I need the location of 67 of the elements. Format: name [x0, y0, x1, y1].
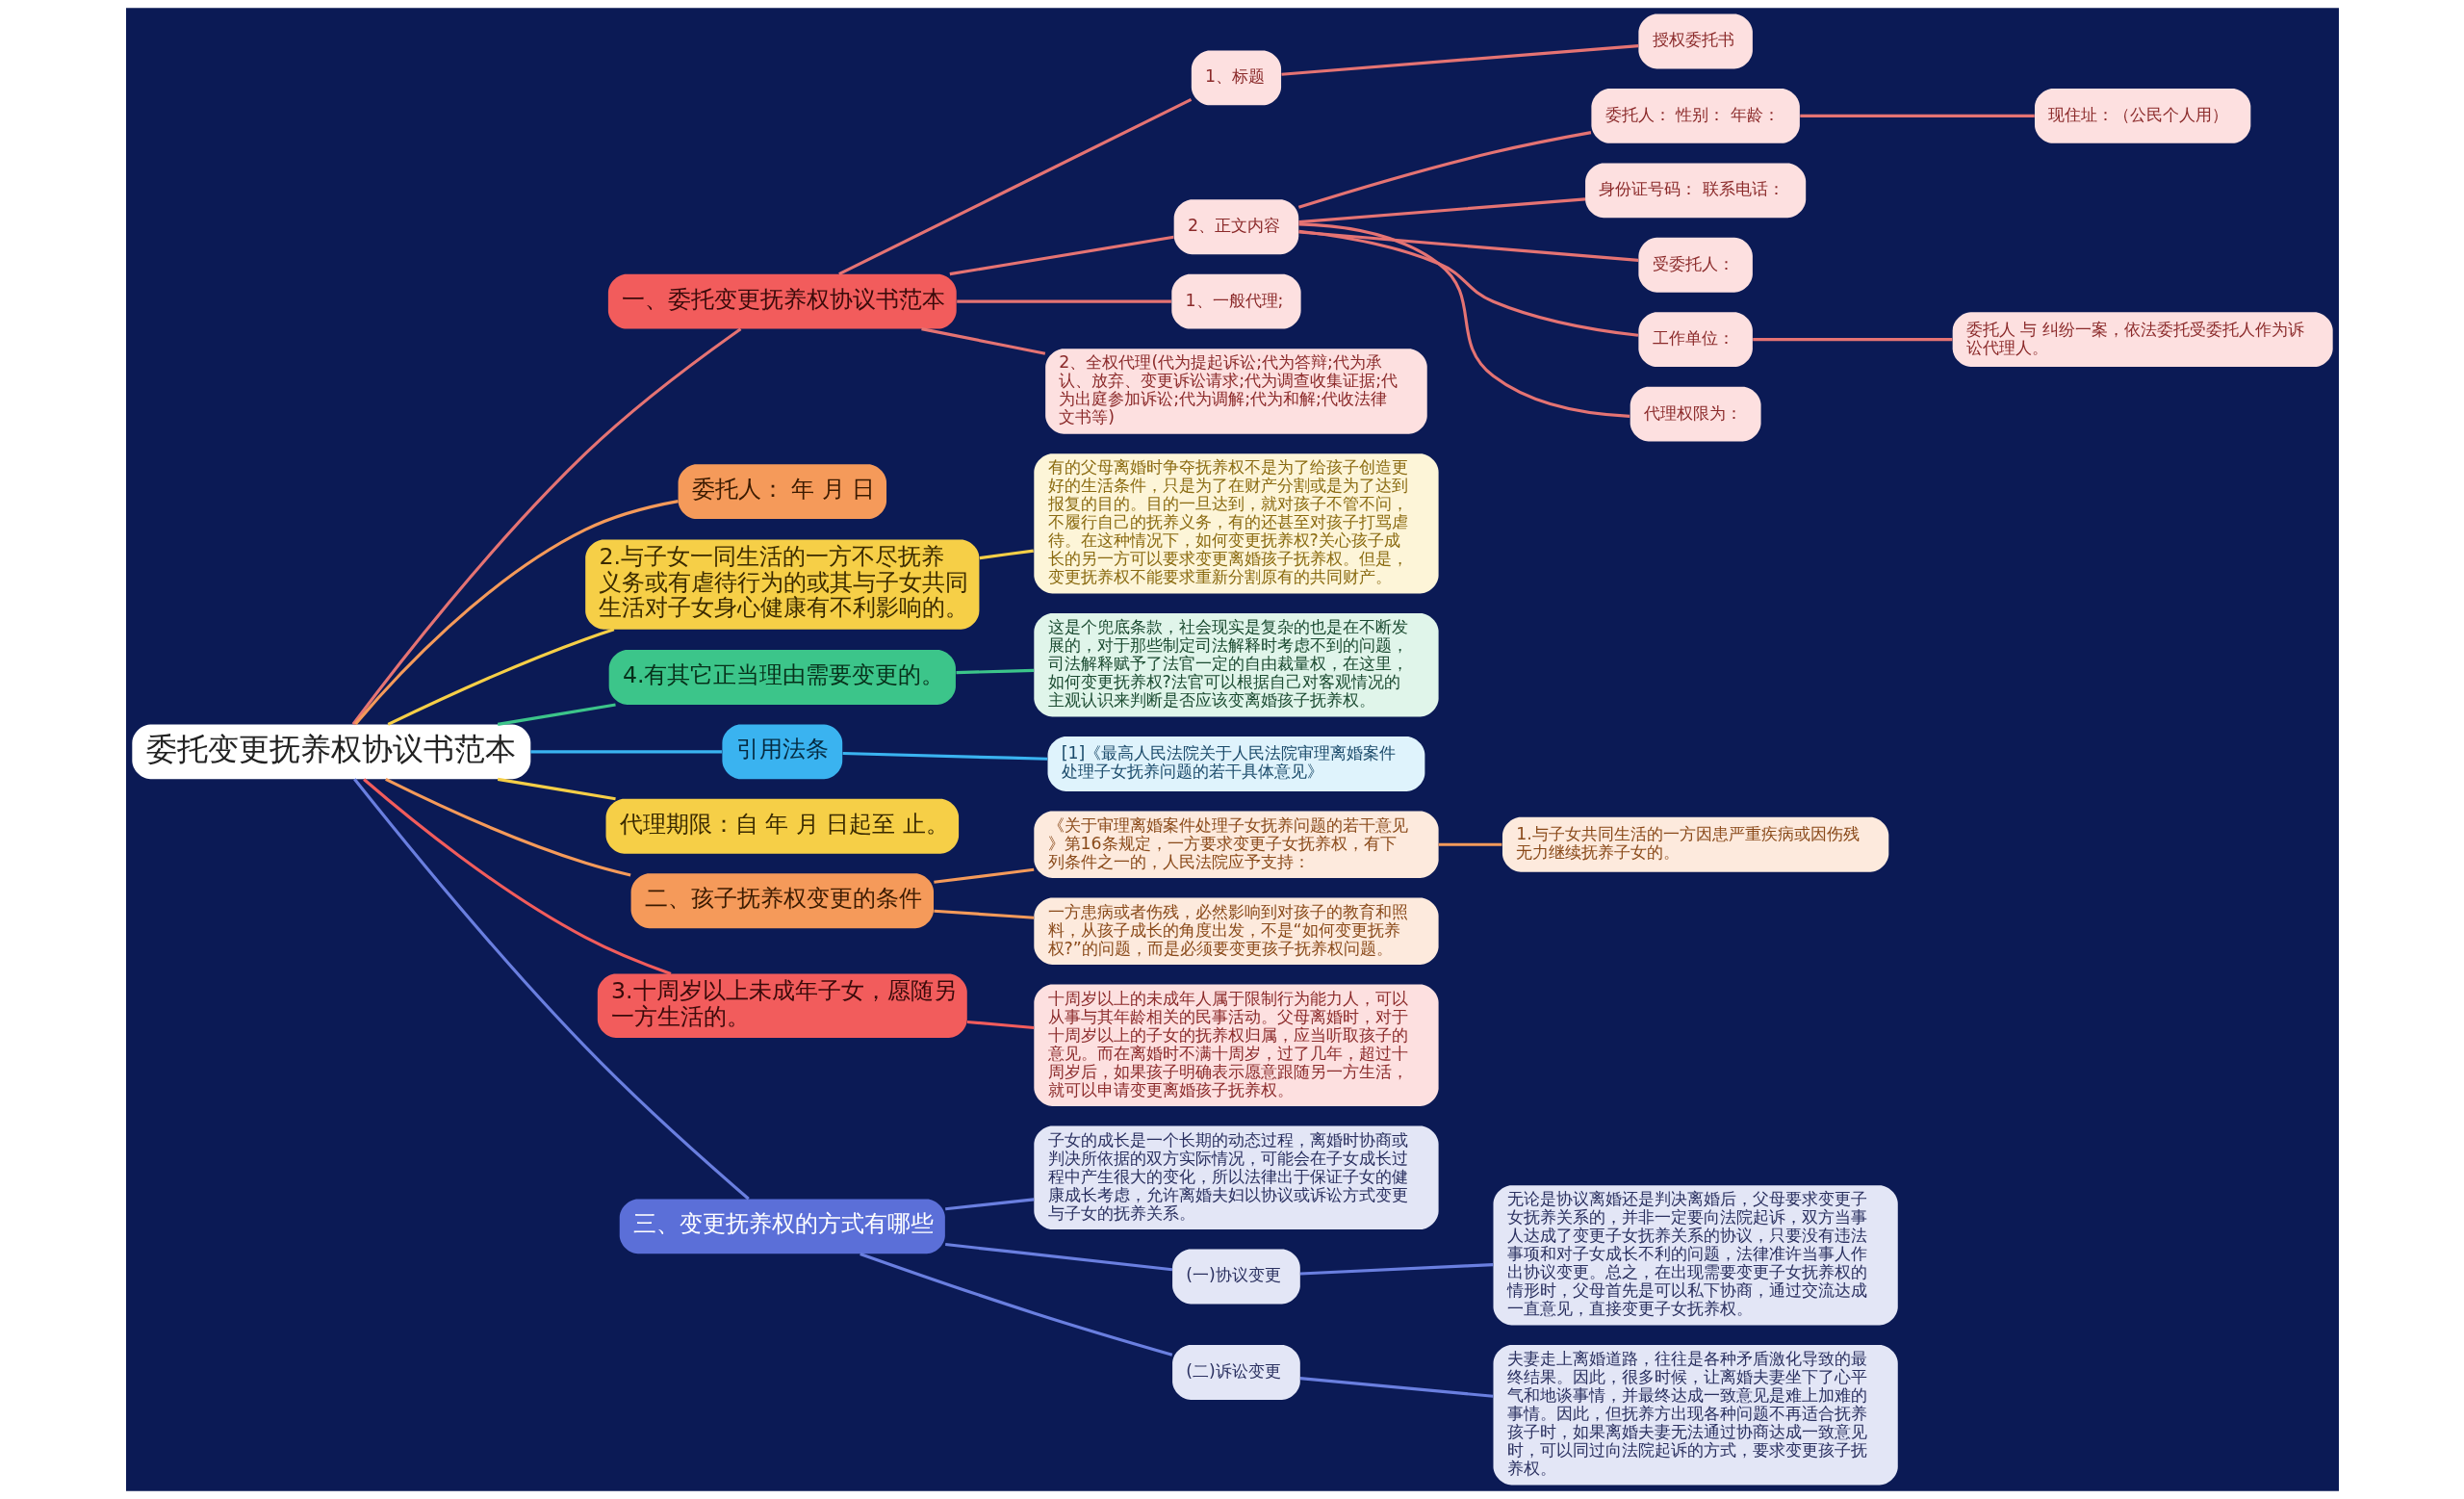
connector — [1299, 1377, 1493, 1398]
node-box: 代理权限为： — [1630, 386, 1761, 442]
connector — [920, 327, 1045, 355]
node-box: 工作单位： — [1637, 312, 1753, 368]
node-box: 子女的成长是一个长期的动态过程，离婚时协商或判决所依据的双方实际情况，可能会在子女成长过程中产生很大的变化，所以法律出于保证子女的健康成长考虑，允许离婚夫妇以协议或诉讼方式变更与子女的抚养关系。 — [1033, 1125, 1439, 1229]
connector — [1438, 842, 1502, 846]
connector — [384, 777, 630, 877]
connector — [1799, 114, 2035, 117]
connector — [1297, 230, 1638, 262]
node-box: 委托人： 性别： 年龄： — [1590, 88, 1800, 143]
node-box: 4.有其它正当理由需要变更的。 — [608, 650, 956, 705]
connector — [837, 97, 1192, 276]
node-box: 一方患病或者伤残，必然影响到对孩子的教育和照料，从孩子成长的角度出发，不是“如何变更抚养权?”的问题，而是必须要变更孩子抚养权问题。 — [1033, 897, 1439, 966]
connector — [966, 1020, 1034, 1030]
connector — [933, 867, 1034, 884]
node-box: 委托人 与 纠纷一案，依法委托受委托人作为诉讼代理人。 — [1952, 312, 2333, 368]
node-box: 二、孩子抚养权变更的条件 — [630, 873, 934, 929]
node-box: (二)诉讼变更 — [1171, 1345, 1300, 1400]
node-box: 1、标题 — [1191, 50, 1281, 106]
connector — [933, 909, 1034, 919]
node-box: 一、委托变更抚养权协议书范本 — [607, 273, 957, 329]
node-box: 十周岁以上的未成年人属于限制行为能力人，可以从事与其年龄相关的民事活动。父母离婚时，对于十周岁以上的子女的抚养权归属，应当听取孩子的意见。而在离婚时不满十周岁，过了几年，超过十周岁后，如果孩子明确表示愿意跟随另一方生活，就可以申请变更离婚孩子抚养权。 — [1033, 984, 1439, 1107]
node-box: 2、正文内容 — [1173, 199, 1298, 255]
node-box: 授权委托书 — [1637, 13, 1753, 69]
node-box: 委托人： 年 月 日 — [678, 464, 886, 520]
connector — [352, 778, 750, 1201]
node-box: 3.十周岁以上未成年子女，愿随另一方生活的。 — [597, 973, 967, 1038]
node-box: 《关于审理离婚案件处理子女抚养问题的若干意见》第16条规定，一方要求变更子女抚养权，有下列条件之一的，人民法院应予支持： — [1033, 811, 1439, 878]
connector — [1752, 338, 1952, 342]
connector — [979, 549, 1034, 560]
connector — [529, 750, 722, 754]
connector — [944, 1198, 1034, 1211]
node-box: 三、变更抚养权的方式有哪些 — [619, 1199, 945, 1254]
node-box: 夫妻走上离婚道路，往往是各种矛盾激化导致的最终结果。因此，很多时候，让离婚夫妻坐下了心平气和地谈事情，并最终达成一致意见是难上加难的事情。因此，但抚养方出现各种问题不再适合抚养孩子时，如果离婚夫妻无法通过协商达成一致意见时，可以同过向法院起诉的方式，要求变更孩子抚养权。 — [1493, 1345, 1898, 1486]
connector — [1297, 222, 1630, 418]
connector — [1280, 44, 1638, 76]
node-box: 引用法条 — [721, 724, 842, 780]
node-box: (一)协议变更 — [1171, 1249, 1300, 1305]
connector — [387, 628, 614, 726]
connector — [859, 1252, 1172, 1357]
connector — [1297, 229, 1638, 337]
connector — [1299, 1263, 1493, 1276]
connector — [351, 327, 741, 726]
node-box: 委托变更抚养权协议书范本 — [131, 724, 530, 780]
node-box: 身份证号码： 联系电话： — [1584, 163, 1806, 219]
node-box: 无论是协议离婚还是判决离婚后，父母要求变更子女抚养关系的，并非一定要向法院起诉，双方当事人达成了变更子女抚养关系的协议，只要没有违法事项和对子女成长不利的问题，法律准许当事人作出协议变更。总之，在出现需要变更子女抚养权的情形时，父母首先是可以私下协商，通过交流达成一直意见，直接变更子女抚养权。 — [1493, 1185, 1898, 1326]
connector — [944, 1242, 1172, 1272]
connector — [1297, 197, 1585, 224]
node-box: 受委托人： — [1637, 237, 1753, 293]
connector — [949, 235, 1174, 276]
node-box: 1、一般代理; — [1170, 273, 1301, 329]
node-box: 现住址：（公民个人用） — [2034, 88, 2250, 143]
connector — [353, 500, 679, 726]
node-box: 2.与子女一同生活的一方不尽抚养义务或有虐待行为的或其与子女共同生活对子女身心健康有不利影响的。 — [584, 539, 979, 630]
connector — [362, 778, 672, 975]
node-box: 有的父母离婚时争夺抚养权不是为了给孩子创造更好的生活条件，只是为了在财产分割或是为了达到报复的目的。目的一旦达到，就对孩子不管不问，不履行自己的抚养义务，有的还甚至对孩子打骂虐待。在这种情况下，如何变更抚养权?关心孩子成长的另一方可以要求变更离婚孩子抚养权。但是，变更抚养权不能要求重新分割原有的共同财产。 — [1033, 453, 1439, 594]
connector — [842, 751, 1047, 761]
connector — [956, 299, 1171, 303]
node-box: 代理期限：自 年 月 日起至 止。 — [605, 798, 959, 854]
connector — [955, 668, 1034, 675]
node-box: 1.与子女共同生活的一方因患严重疾病或因伤残无力继续抚养子女的。 — [1502, 816, 1888, 872]
connector — [497, 777, 616, 801]
connector — [497, 703, 616, 726]
node-box: [1]《最高人民法院关于人民法院审理离婚案件处理子女抚养问题的若干具体意见》 — [1047, 737, 1424, 791]
connector — [1297, 131, 1591, 209]
node-box: 2、全权代理(代为提起诉讼;代为答辩;代为承认、放弃、变更诉讼请求;代为调查收集证据;代为出庭参加诉讼;代为调解;代为和解;代收法律文书等) — [1044, 349, 1427, 434]
node-box: 这是个兜底条款，社会现实是复杂的也是在不断发展的，对于那些制定司法解释时考虑不到的问题，司法解释赋予了法官一定的自由裁量权，在这里，如何变更抚养权?法官可以根据自己对客观情况的主观认识来判断是否应该变离婚孩子抚养权。 — [1033, 613, 1439, 717]
